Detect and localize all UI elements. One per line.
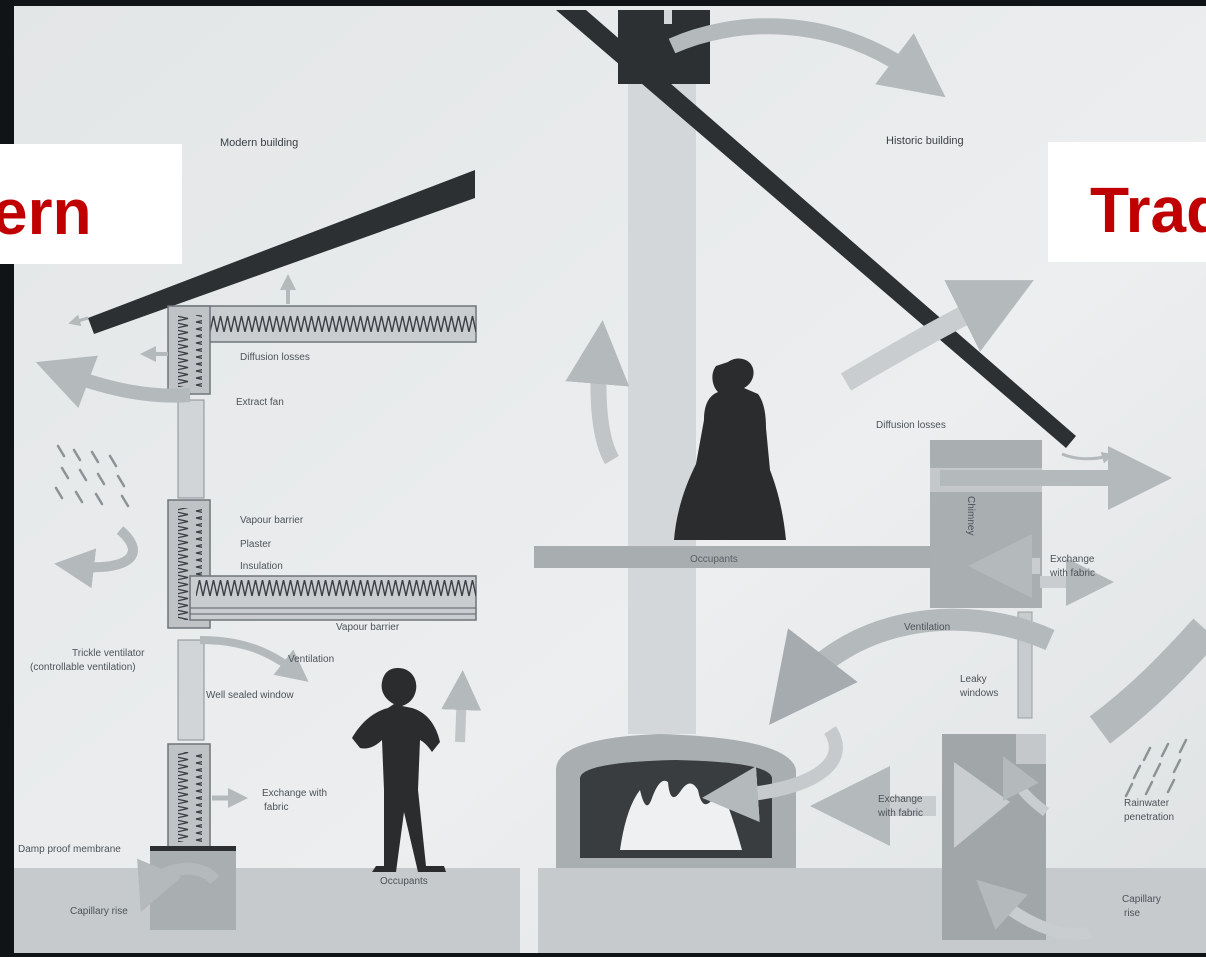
historic-upper-wall xyxy=(930,440,1042,608)
damp-proof-membrane xyxy=(150,846,236,851)
label-vapour-barrier: Vapour barrier xyxy=(240,515,304,526)
label-exchange-historic: Exchange xyxy=(1050,554,1095,565)
label-controllable-ventilation: (controllable ventilation) xyxy=(30,662,136,673)
label-occupants-historic: Occupants xyxy=(690,554,738,565)
label-leaky-windows-2: windows xyxy=(959,688,998,699)
right-banner-text: Trad xyxy=(1090,174,1206,246)
label-ventilation-historic: Ventilation xyxy=(904,622,950,633)
label-capillary-historic-2: rise xyxy=(1124,908,1141,919)
label-exchange-historic-2: with fabric xyxy=(1049,568,1095,579)
label-well-sealed-window: Well sealed window xyxy=(206,690,294,701)
label-extract-fan: Extract fan xyxy=(236,397,284,408)
label-rainwater-2: penetration xyxy=(1124,812,1174,823)
label-exchange-fabric-historic-2: with fabric xyxy=(877,808,923,819)
right-banner: Trad xyxy=(1048,142,1206,262)
upper-window xyxy=(178,400,204,498)
label-exchange-fabric: Exchange with xyxy=(262,788,327,799)
label-ventilation: Ventilation xyxy=(288,654,334,665)
label-diffusion-loss-historic: Diffusion losses xyxy=(876,420,946,431)
chimney-label: Chimney xyxy=(965,496,976,535)
label-occupants: Occupants xyxy=(380,876,428,887)
label-rainwater: Rainwater xyxy=(1124,798,1170,809)
left-banner-text: ern xyxy=(0,176,92,248)
left-banner: ern xyxy=(0,144,182,264)
modern-title: Modern building xyxy=(220,137,298,149)
label-exchange-fabric-2: fabric xyxy=(264,802,288,813)
label-damp-proof-membrane: Damp proof membrane xyxy=(18,844,121,855)
label-exchange-fabric-historic: Exchange xyxy=(878,794,923,805)
label-capillary-rise: Capillary rise xyxy=(70,906,128,917)
modern-foundation xyxy=(150,848,236,930)
label-leaky-windows: Leaky xyxy=(960,674,987,685)
historic-title: Historic building xyxy=(886,135,964,147)
label-vapour-barrier-2: Vapour barrier xyxy=(336,622,400,633)
label-capillary-historic: Capillary xyxy=(1122,894,1161,905)
label-insulation: Insulation xyxy=(240,561,283,572)
label-plaster: Plaster xyxy=(240,539,272,550)
well-sealed-window xyxy=(178,640,204,740)
label-trickle-ventilator: Trickle ventilator xyxy=(72,648,145,659)
historic-ground xyxy=(538,868,1206,953)
chimney-flue xyxy=(628,84,696,734)
label-diffusion-loss: Diffusion losses xyxy=(240,352,310,363)
